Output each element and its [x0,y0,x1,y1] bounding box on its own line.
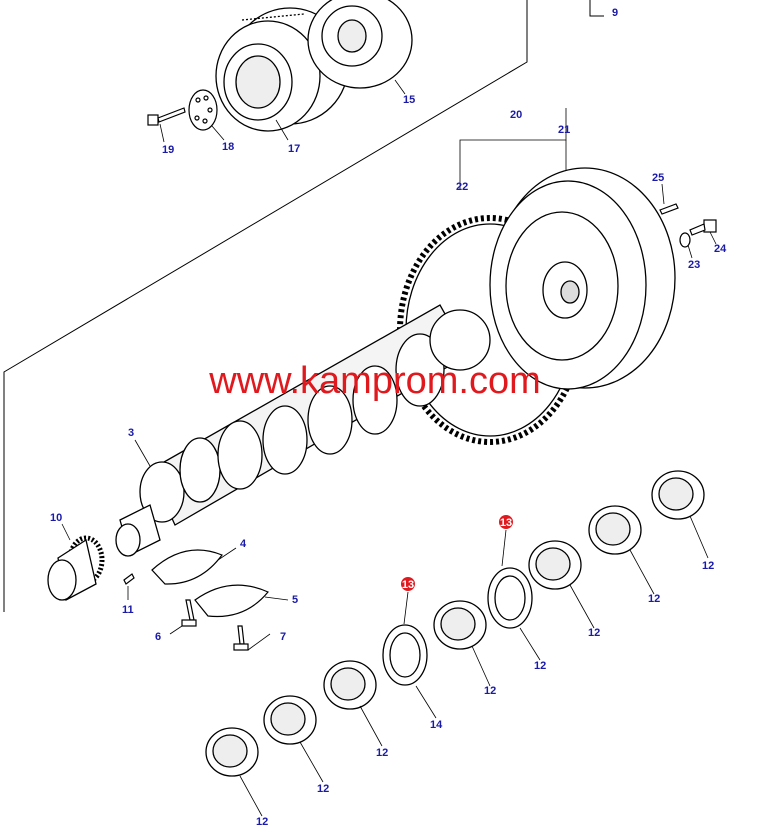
crankshaft-3 [115,304,491,557]
marker-13-label: 13 [500,517,512,529]
label-12: 12 [256,816,268,828]
thrust-bearing-5 [194,584,269,618]
label-11: 11 [122,604,134,616]
leader-lines [61,79,717,817]
label-7: 7 [280,631,286,643]
flywheel-21 [489,167,676,390]
label-9: 9 [612,7,618,19]
label-3: 3 [128,427,134,439]
screw-7 [233,625,249,651]
label-12: 12 [317,783,329,795]
thrust-washers-14 [382,567,533,686]
marker-13-a: 13 [499,515,513,529]
label-21: 21 [558,124,570,136]
label-12: 12 [702,560,714,572]
thrust-bearing-4 [151,549,223,585]
pin-11 [123,573,135,585]
label-14: 14 [430,719,443,731]
label-12: 12 [376,747,388,759]
bolt-24 [689,219,717,236]
label-25: 25 [652,172,664,184]
marker-13-label: 13 [402,579,414,591]
label-6: 6 [155,631,161,643]
pulley-17 [215,7,349,132]
plate-18 [188,89,218,131]
marker-13-b: 13 [401,577,415,591]
label-5: 5 [292,594,298,606]
watermark-text: www.kamprom.com [208,360,541,402]
bolt-19 [147,107,186,126]
bearing-shells-12 [205,470,705,777]
gear-10 [47,535,105,601]
callout-labels: 9 15 17 18 19 20 21 22 23 24 25 3 4 5 6 … [50,7,727,828]
label-14: 12 [534,660,546,672]
washer-23 [679,232,691,248]
label-17: 17 [288,143,300,155]
label-12: 12 [648,593,660,605]
damper-15 [307,0,413,89]
label-10: 10 [50,512,62,524]
screw-6 [181,599,197,627]
label-4: 4 [240,538,247,550]
label-23: 23 [688,259,700,271]
label-12: 12 [484,685,496,697]
label-19: 19 [162,144,174,156]
label-24: 24 [714,243,727,255]
pin-25 [659,203,679,215]
label-12: 12 [588,627,600,639]
label-20: 20 [510,109,522,121]
label-18: 18 [222,141,234,153]
grouping-frame [3,0,604,612]
label-22: 22 [456,181,468,193]
label-15: 15 [403,94,415,106]
